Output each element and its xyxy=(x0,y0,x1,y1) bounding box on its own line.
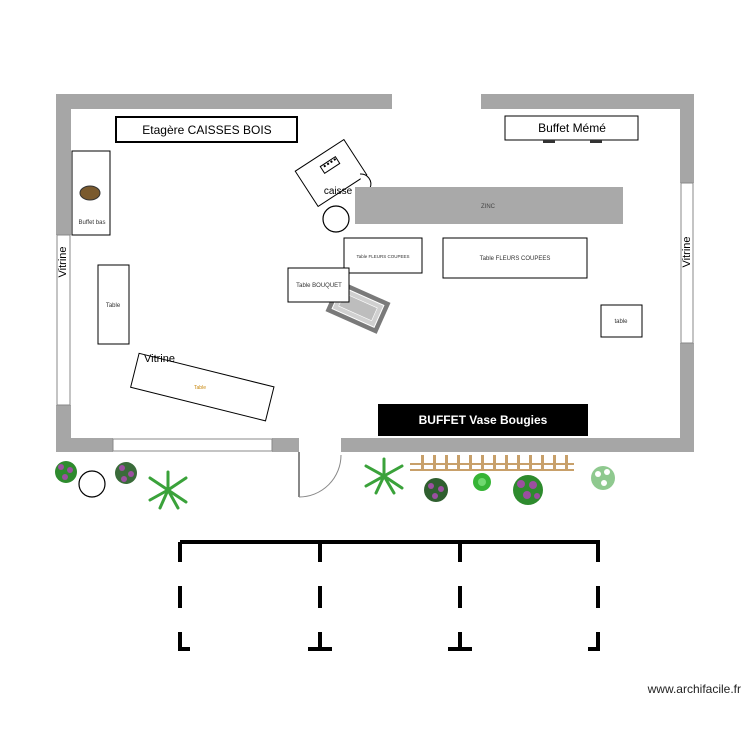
buffet-meme-foot xyxy=(543,140,555,143)
wall-bottom-3 xyxy=(341,438,694,452)
window-bottom xyxy=(112,438,273,452)
chair xyxy=(359,173,372,189)
wall-top-left xyxy=(56,94,392,109)
basket-icon xyxy=(79,185,101,201)
table-bouquet[interactable]: Table BOUQUET xyxy=(287,267,350,303)
table-right[interactable]: table xyxy=(600,304,643,338)
bush-icon xyxy=(424,478,448,502)
table-fleurs-large-label: Table FLEURS COUPEES xyxy=(480,256,551,262)
walls xyxy=(56,94,694,452)
table-fleurs-coupees-large[interactable]: Table FLEURS COUPEES xyxy=(442,237,588,279)
buffet-meme[interactable]: Buffet Mémé xyxy=(504,115,639,143)
caisse[interactable]: caisse xyxy=(294,138,368,208)
palm-icon xyxy=(148,470,188,510)
etagere-label: Etagère CAISSES BOIS xyxy=(142,123,271,137)
wall-bottom-2 xyxy=(272,438,299,452)
vitrine-left-label: Vitrine xyxy=(57,247,69,278)
wall-right-upper xyxy=(680,94,694,183)
buffet-meme-foot xyxy=(590,140,602,143)
table-left-label: Table xyxy=(106,303,121,309)
planter-pot-icon xyxy=(78,470,106,498)
door xyxy=(298,452,342,498)
vitrine-diag-label: Vitrine xyxy=(144,353,175,365)
shrub-icon xyxy=(473,473,491,491)
palm-icon xyxy=(364,457,404,495)
register-keys-icon xyxy=(323,158,337,168)
bush-icon xyxy=(115,462,137,484)
fence xyxy=(410,455,574,471)
stool xyxy=(322,205,350,233)
table-left[interactable]: Table xyxy=(97,264,130,345)
window-left xyxy=(56,234,71,406)
zinc-counter[interactable]: ZINC xyxy=(355,187,623,224)
footer-watermark: www.archifacile.fr xyxy=(647,682,741,696)
buffet-vase-bougies[interactable]: BUFFET Vase Bougies xyxy=(378,404,588,436)
pergola xyxy=(178,540,600,651)
etagere-caisses-bois[interactable]: Etagère CAISSES BOIS xyxy=(115,116,298,143)
table-fleurs-coupees-small[interactable]: Table FLEURS COUPEES xyxy=(343,237,423,274)
table-bouquet-label: Table BOUQUET xyxy=(296,283,342,289)
zinc-label: ZINC xyxy=(481,204,496,210)
vitrine-right-label: Vitrine xyxy=(681,237,693,268)
caisse-label: caisse xyxy=(324,186,353,197)
wall-right-lower xyxy=(680,343,694,452)
buffet-bas[interactable]: Buffet bas xyxy=(71,150,111,236)
buffet-bas-label: Buffet bas xyxy=(79,220,106,226)
table-right-label: table xyxy=(614,319,628,325)
cash-register-icon xyxy=(319,156,341,174)
flowering-plant-icon xyxy=(591,466,615,490)
bush-icon xyxy=(513,475,543,505)
wall-left-upper xyxy=(56,94,71,235)
table-diag-label: Table xyxy=(194,385,206,391)
buffet-meme-label: Buffet Mémé xyxy=(538,121,606,135)
table-fleurs-small-label: Table FLEURS COUPEES xyxy=(356,254,409,259)
table-diagonal[interactable]: Table xyxy=(130,352,275,422)
window-right xyxy=(680,182,694,344)
buffet-vase-label: BUFFET Vase Bougies xyxy=(419,413,548,427)
bush-icon xyxy=(55,461,77,483)
wall-top-right xyxy=(481,94,694,109)
wall-bottom-1 xyxy=(56,438,113,452)
